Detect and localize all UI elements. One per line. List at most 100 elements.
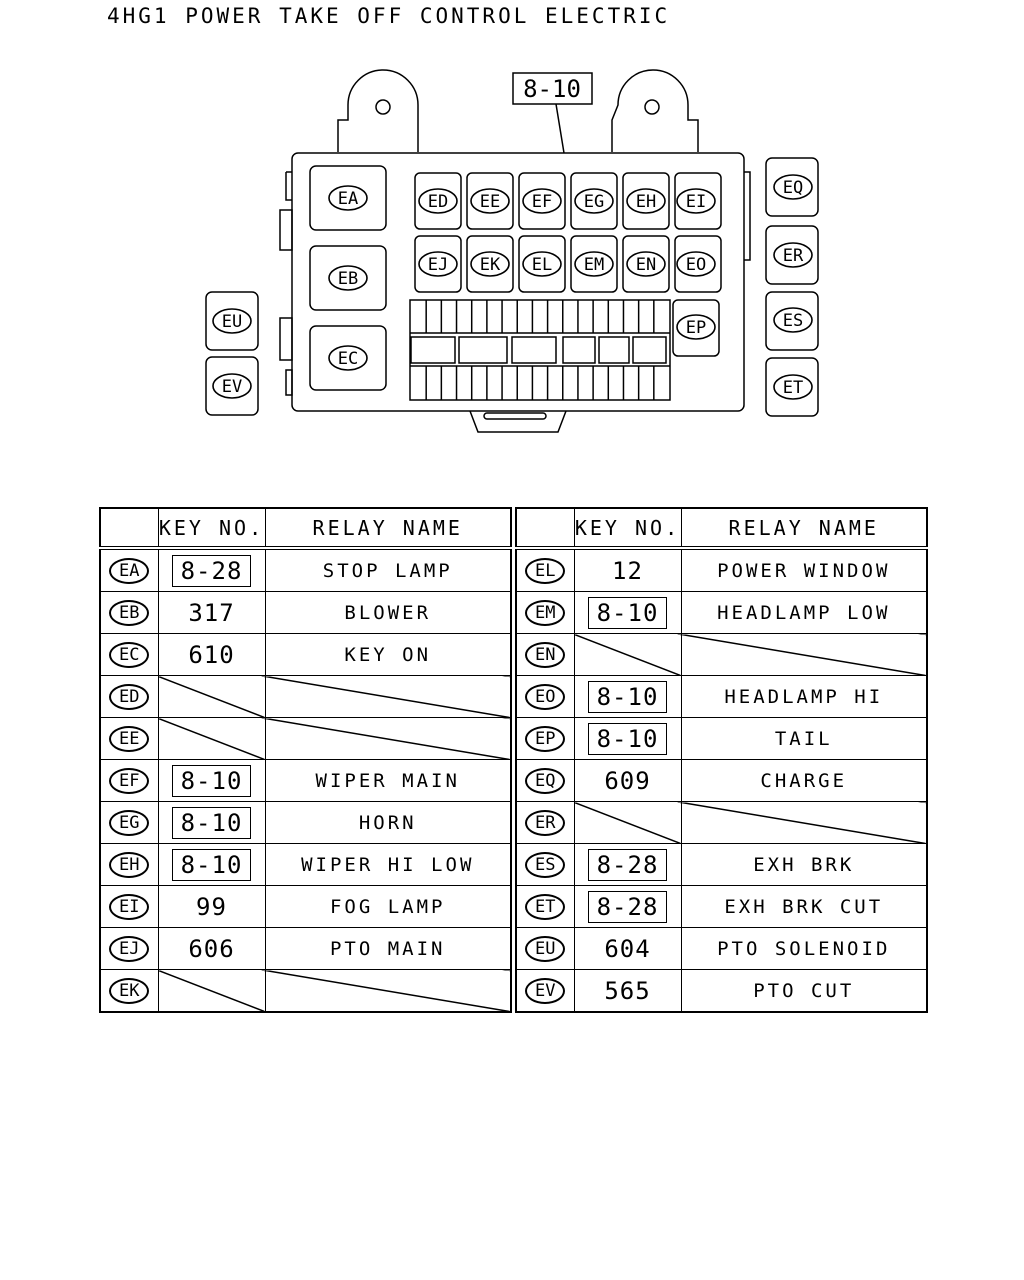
key-no-cell: 610	[157, 633, 266, 676]
key-no: 8-28	[171, 554, 252, 587]
relay-code-cell: EU	[515, 927, 575, 970]
relay-name-cell	[264, 969, 512, 1013]
relay-name: EXH BRK	[753, 853, 855, 876]
key-no: 8-10	[171, 806, 252, 839]
relay-name-cell	[264, 675, 512, 718]
table-row: EI 99 FOG LAMP	[99, 885, 512, 928]
relay-name: WIPER MAIN	[315, 769, 460, 792]
header-code	[99, 507, 159, 549]
key-no-cell: 8-10	[573, 591, 682, 634]
table-row: EK	[99, 969, 512, 1013]
key-no: 8-10	[587, 680, 668, 713]
key-no-cell: 8-28	[157, 547, 266, 592]
key-no: 99	[196, 892, 227, 921]
table-header-row: KEY NO. RELAY NAME	[515, 507, 928, 549]
relay-name-cell: WIPER HI LOW	[264, 843, 512, 886]
relay-code: EQ	[525, 768, 566, 794]
relay-name: PTO CUT	[753, 979, 855, 1002]
relay-code: EK	[109, 978, 150, 1004]
header-code	[515, 507, 575, 549]
key-no: 317	[188, 598, 235, 627]
relay-name-cell: HORN	[264, 801, 512, 844]
relay-code: EF	[109, 768, 150, 794]
relay-name: HEADLAMP HI	[724, 685, 884, 708]
relay-code-cell: EI	[99, 885, 159, 928]
key-no-cell	[157, 969, 266, 1013]
table-row: EF 8-10 WIPER MAIN	[99, 759, 512, 802]
key-no-cell: 8-28	[573, 843, 682, 886]
key-no-cell: 8-10	[157, 759, 266, 802]
relay-code-cell: EG	[99, 801, 159, 844]
relay-name: FOG LAMP	[329, 895, 446, 918]
table-row: EO 8-10 HEADLAMP HI	[515, 675, 928, 718]
relay-code-cell: EC	[99, 633, 159, 676]
key-no: 12	[612, 556, 643, 585]
table-row: EM 8-10 HEADLAMP LOW	[515, 591, 928, 634]
relay-name: TAIL	[774, 727, 833, 750]
header-relay-name: RELAY NAME	[680, 507, 928, 549]
relay-name: PTO SOLENOID	[717, 937, 891, 960]
relay-label-ej: EJ	[428, 255, 448, 275]
relay-code: ES	[525, 852, 566, 878]
table-header-row: KEY NO. RELAY NAME	[99, 507, 512, 549]
key-no: 8-10	[171, 764, 252, 797]
relay-label-et: ET	[783, 378, 803, 398]
relay-label-el: EL	[532, 255, 552, 275]
relay-label-ec: EC	[338, 349, 358, 369]
relay-label-eh: EH	[636, 192, 656, 212]
key-no: 565	[604, 976, 651, 1005]
key-no: 609	[604, 766, 651, 795]
relay-code: EB	[109, 600, 150, 626]
relay-name: KEY ON	[344, 643, 432, 666]
callout-label: 8-10	[523, 75, 581, 103]
key-no-cell: 8-28	[573, 885, 682, 928]
relay-code: EO	[525, 684, 566, 710]
key-no: 606	[188, 934, 235, 963]
relay-name: HEADLAMP LOW	[717, 601, 891, 624]
table-row: EN	[515, 633, 928, 676]
key-no-cell: 8-10	[157, 843, 266, 886]
key-no-cell: 317	[157, 591, 266, 634]
relay-code-cell: EM	[515, 591, 575, 634]
relay-code: EJ	[109, 936, 150, 962]
relay-name-cell: KEY ON	[264, 633, 512, 676]
relay-name-cell: WIPER MAIN	[264, 759, 512, 802]
relay-code-cell: EB	[99, 591, 159, 634]
relay-label-ev: EV	[222, 377, 242, 397]
relay-code: EG	[109, 810, 150, 836]
relay-code-cell: EK	[99, 969, 159, 1013]
table-row: EV 565 PTO CUT	[515, 969, 928, 1013]
relay-code: EC	[109, 642, 150, 668]
relay-code-cell: EP	[515, 717, 575, 760]
relay-label-er: ER	[783, 246, 804, 266]
relay-code: EV	[525, 978, 566, 1004]
relay-code-cell: EE	[99, 717, 159, 760]
key-no-cell	[157, 717, 266, 760]
header-relay-name: RELAY NAME	[264, 507, 512, 549]
key-no-cell: 604	[573, 927, 682, 970]
table-row: EP 8-10 TAIL	[515, 717, 928, 760]
relay-code: EM	[525, 600, 566, 626]
key-no-cell: 609	[573, 759, 682, 802]
table-row: ER	[515, 801, 928, 844]
relay-label-eq: EQ	[783, 178, 803, 198]
relay-name-cell: STOP LAMP	[264, 547, 512, 592]
page-title: 4HG1 POWER TAKE OFF CONTROL ELECTRIC	[107, 4, 671, 28]
relay-name-cell: PTO MAIN	[264, 927, 512, 970]
relay-code: EN	[525, 642, 566, 668]
table-row: ED	[99, 675, 512, 718]
relay-label-ek: EK	[480, 255, 501, 275]
relay-name-cell: POWER WINDOW	[680, 547, 928, 592]
relay-name-cell: BLOWER	[264, 591, 512, 634]
relay-name: POWER WINDOW	[717, 559, 891, 582]
key-no: 8-10	[587, 722, 668, 755]
table-row: EJ 606 PTO MAIN	[99, 927, 512, 970]
relay-label-ee: EE	[480, 192, 500, 212]
relay-label-es: ES	[783, 311, 803, 331]
relay-name: STOP LAMP	[322, 559, 453, 582]
